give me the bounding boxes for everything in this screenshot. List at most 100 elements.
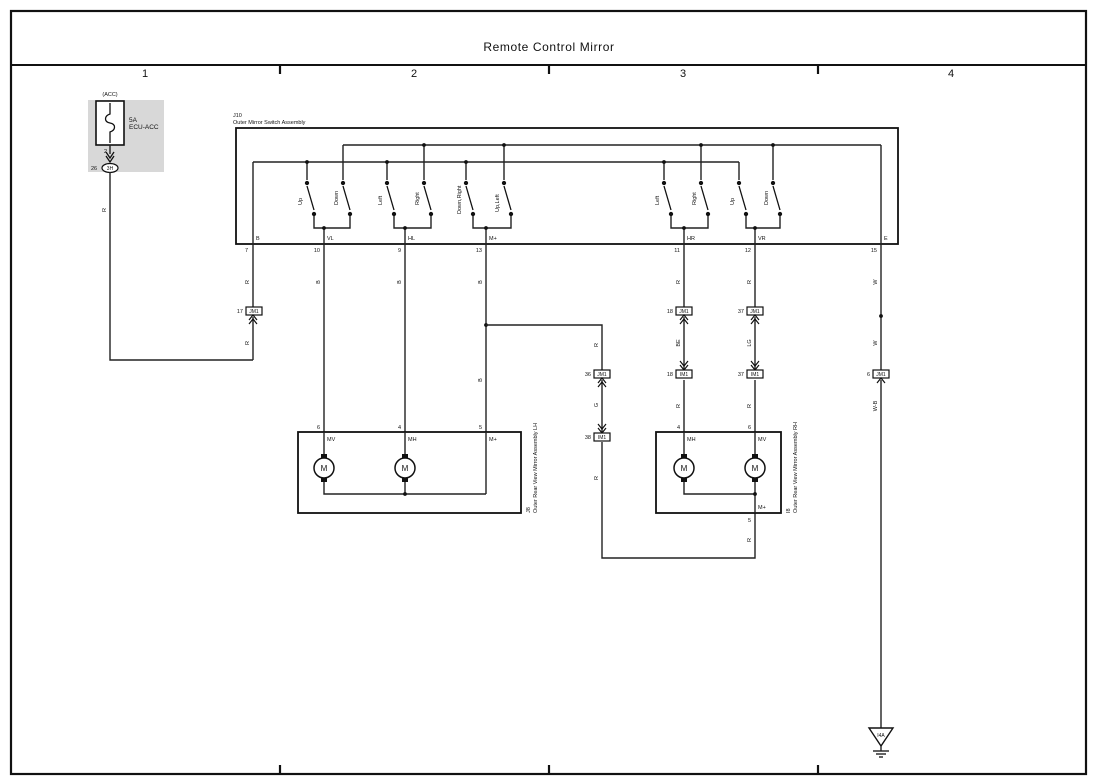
svg-text:M: M — [321, 464, 328, 473]
connector-id: JM1 — [679, 309, 689, 315]
wire-color: G — [594, 403, 600, 407]
connector-id: JM1 — [597, 372, 607, 378]
connector-pin: 38 — [585, 435, 591, 441]
connector-pin: 26 — [91, 166, 97, 172]
wire-color: R — [747, 404, 753, 408]
connector-id: IM1 — [598, 435, 607, 441]
terminal-pin: 10 — [314, 248, 320, 254]
switch-label: Up,Left — [495, 194, 501, 212]
switch-label: Down,Right — [457, 185, 463, 214]
terminal-pin: 6 — [317, 425, 320, 431]
connector-pin: 17 — [237, 309, 243, 315]
mirror-lh-id: J8 — [526, 507, 532, 513]
switch-assembly-id: J10 — [233, 113, 242, 119]
terminal-pin: 7 — [245, 248, 248, 254]
terminal-label: VL — [327, 236, 334, 242]
connector-37-im1: IM1 37 — [738, 360, 764, 379]
wire-color: W — [873, 279, 879, 285]
fuse-power-label: (ACC) — [102, 92, 117, 98]
connector-id: IM1 — [751, 372, 760, 378]
terminal-label: MV — [327, 437, 336, 443]
connector-id: 3H — [107, 166, 114, 172]
terminal-label: B — [256, 236, 260, 242]
svg-text:M: M — [681, 464, 688, 473]
connector-18-jm1: JM1 18 — [667, 306, 693, 325]
terminal-label: HR — [687, 236, 695, 242]
terminal-label: MH — [687, 437, 696, 443]
connector-pin: 37 — [738, 309, 744, 315]
switch-label: Down — [764, 191, 770, 205]
fuse-rating: 5A — [129, 117, 138, 124]
terminal-pin: 5 — [479, 425, 482, 431]
fuse-block: (ACC) 5A ECU-ACC 2 3H 26 — [88, 92, 164, 174]
svg-text:M: M — [752, 464, 759, 473]
connector-37-jm1: JM1 37 — [738, 306, 764, 325]
connector-id: JM1 — [249, 309, 259, 315]
terminal-label: M+ — [489, 236, 497, 242]
terminal-label: M+ — [489, 437, 497, 443]
connector-36-jm1: JM1 36 — [585, 369, 611, 388]
switch-contacts — [304, 180, 783, 217]
wire-color: LG — [747, 339, 753, 346]
motor-icon: M — [744, 454, 766, 482]
wire-color: R — [747, 280, 753, 284]
motor-icon: M — [673, 454, 695, 482]
fuse-element-icon — [104, 103, 116, 143]
wire-color: R — [245, 341, 251, 345]
column-markers: 1 2 3 4 — [142, 65, 954, 774]
wire-color: R — [102, 208, 108, 212]
switch-label: Down — [334, 191, 340, 205]
terminal-label: HL — [408, 236, 415, 242]
connector-pin: 18 — [667, 309, 673, 315]
column-number: 3 — [680, 68, 686, 80]
mirror-rh-id: I8 — [786, 508, 792, 513]
wire-color: R — [676, 404, 682, 408]
switch-label: Right — [415, 192, 421, 205]
mirror-assembly-rh: I8 Outer Rear View Mirror Assembly RH 4 … — [655, 422, 799, 524]
wire-color: R — [676, 280, 682, 284]
connector-id: JM1 — [876, 372, 886, 378]
fuse-name: ECU-ACC — [129, 124, 159, 131]
switch-label: Left — [655, 195, 661, 205]
switch-label: Up — [298, 198, 304, 205]
connector-pin: 18 — [667, 372, 673, 378]
connector-pin: 37 — [738, 372, 744, 378]
connector-id: JM1 — [750, 309, 760, 315]
wire-color: B — [316, 280, 322, 284]
switch-label: Left — [378, 195, 384, 205]
terminal-label: MV — [758, 437, 767, 443]
terminal-pin: 13 — [476, 248, 482, 254]
terminal-pin: 5 — [748, 518, 751, 524]
connector-6-jm1: JM1 6 — [867, 369, 890, 384]
motor-icon: M — [394, 454, 416, 482]
wire-color: W — [873, 340, 879, 346]
column-number: 1 — [142, 68, 148, 80]
motor-icon: M — [313, 454, 335, 482]
terminal-pin: 6 — [748, 425, 751, 431]
connector-17-jm1: JM1 17 — [237, 306, 263, 325]
switch-label: Up — [730, 198, 736, 205]
wire-color: R — [245, 280, 251, 284]
svg-text:M: M — [402, 464, 409, 473]
diagram-frame — [9, 9, 1088, 776]
wire-color: B — [478, 280, 484, 284]
switch-label: Right — [692, 192, 698, 205]
terminal-label: MH — [408, 437, 417, 443]
terminal-label: VR — [758, 236, 766, 242]
mirror-assembly-lh: J8 Outer Rear View Mirror Assembly LH 6 … — [297, 423, 539, 514]
connector-38-im1: IM1 38 — [585, 423, 611, 442]
ground-id: I4A — [877, 733, 885, 739]
terminal-pin: 4 — [398, 425, 401, 431]
terminal-pin: 4 — [677, 425, 680, 431]
ground-icon: I4A — [867, 727, 895, 758]
terminal-pin: 15 — [871, 248, 877, 254]
wire-color: R — [594, 476, 600, 480]
mirror-lh-name: Outer Rear View Mirror Assembly LH — [533, 423, 539, 513]
fuse-terminal: 2 — [104, 149, 107, 155]
column-number: 4 — [948, 68, 954, 80]
terminal-label: M+ — [758, 505, 766, 511]
switch-assembly: J10 Outer Mirror Switch Assembly — [233, 113, 899, 254]
terminal-pin: 12 — [745, 248, 751, 254]
wire-color: BE — [676, 339, 682, 347]
